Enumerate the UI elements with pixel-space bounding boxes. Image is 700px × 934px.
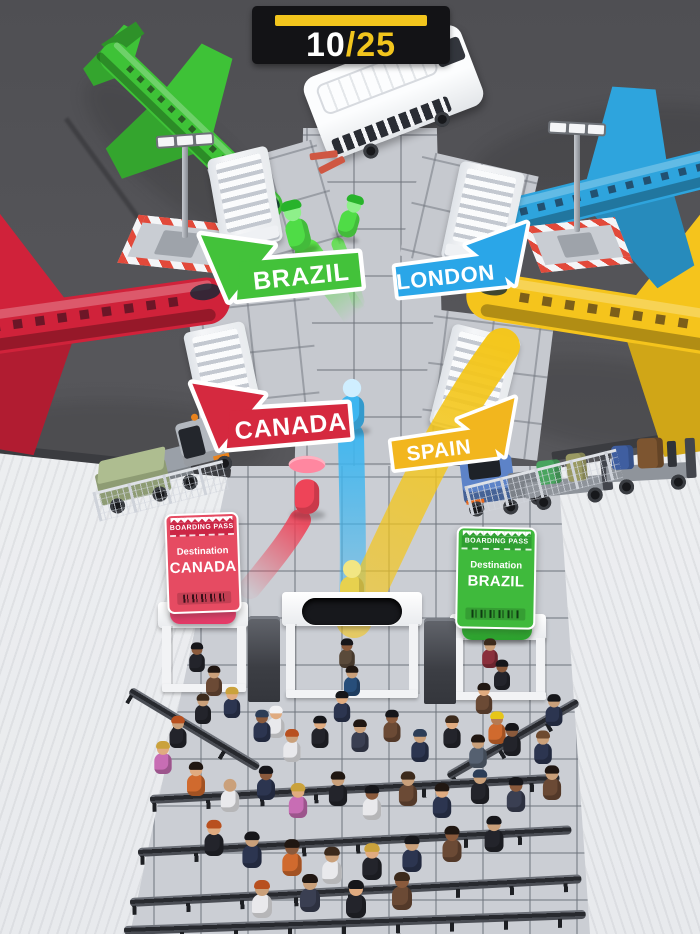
passenger[interactable] — [410, 728, 431, 762]
passenger[interactable] — [532, 730, 553, 764]
passenger[interactable] — [483, 815, 506, 852]
light-mast-left — [182, 146, 188, 238]
destination-arrow-brazil: BRAZIL — [196, 230, 367, 305]
passenger[interactable] — [467, 734, 488, 768]
passenger[interactable] — [502, 722, 523, 756]
score-counter: 10/25 — [252, 26, 450, 64]
gate-pillar — [248, 616, 280, 702]
passenger[interactable] — [250, 880, 274, 918]
passenger[interactable] — [266, 705, 286, 738]
passenger[interactable] — [310, 715, 330, 748]
passenger[interactable] — [219, 778, 241, 812]
gate-pillar — [424, 618, 456, 704]
light-mast-right — [574, 132, 580, 232]
destination-arrow-london: LONDON — [391, 219, 531, 301]
passenger[interactable] — [222, 686, 242, 718]
traveler-red[interactable] — [287, 455, 328, 521]
passenger[interactable] — [382, 709, 402, 742]
passenger[interactable] — [442, 715, 463, 748]
trail-yellow — [336, 328, 520, 638]
passenger[interactable] — [344, 880, 368, 918]
desk-bar — [162, 684, 246, 692]
passenger[interactable] — [400, 835, 423, 872]
score-current: 10 — [305, 26, 346, 64]
passenger[interactable] — [441, 825, 464, 862]
passenger[interactable] — [361, 785, 383, 820]
passenger[interactable] — [541, 765, 563, 800]
passenger[interactable] — [469, 769, 491, 804]
destination-arrow-spain: SPAIN — [387, 394, 519, 473]
progress-bar — [275, 15, 427, 26]
passenger[interactable] — [342, 665, 361, 696]
passenger[interactable] — [188, 642, 207, 672]
desk-leg — [162, 626, 171, 688]
passenger[interactable] — [397, 771, 419, 806]
passenger[interactable] — [168, 715, 188, 748]
traveler-body — [294, 479, 320, 514]
passenger[interactable] — [492, 659, 511, 690]
passenger[interactable] — [193, 693, 212, 724]
passenger[interactable] — [252, 709, 272, 742]
passenger[interactable] — [474, 682, 494, 714]
passenger[interactable] — [153, 740, 174, 774]
traveler-head — [343, 560, 361, 578]
score-total: 25 — [356, 26, 397, 64]
passenger[interactable] — [185, 761, 207, 796]
passenger[interactable] — [338, 638, 357, 668]
passenger[interactable] — [240, 831, 263, 868]
passenger[interactable] — [287, 783, 309, 818]
desk-leg — [536, 638, 545, 696]
desk-bar — [454, 692, 546, 700]
passenger[interactable] — [204, 665, 223, 696]
desk-leg — [237, 626, 246, 688]
passenger[interactable] — [360, 843, 383, 880]
passenger[interactable] — [481, 638, 500, 668]
passenger[interactable] — [282, 728, 303, 762]
traveler-head — [342, 378, 362, 398]
destination-arrow-canada: CANADA — [187, 379, 355, 454]
passenger[interactable] — [431, 783, 453, 818]
passenger[interactable] — [327, 771, 349, 806]
passenger[interactable] — [350, 719, 371, 752]
trail-red — [239, 509, 311, 599]
score-panel: 10/25 — [252, 6, 450, 64]
desk-leg — [409, 624, 418, 694]
passenger[interactable] — [203, 819, 226, 856]
passenger[interactable] — [320, 846, 344, 884]
passenger[interactable] — [487, 711, 508, 744]
passenger[interactable] — [332, 690, 352, 722]
desk-leg — [454, 638, 463, 696]
passenger[interactable] — [298, 874, 322, 912]
passenger[interactable] — [255, 765, 277, 800]
score-separator: / — [345, 26, 357, 64]
passenger[interactable] — [505, 777, 527, 812]
sun-hat-icon — [288, 455, 326, 474]
passenger[interactable] — [280, 839, 303, 876]
passenger[interactable] — [390, 872, 414, 910]
passenger[interactable] — [544, 694, 564, 726]
ticket-scanner[interactable] — [302, 598, 402, 625]
desk-leg — [286, 624, 295, 694]
